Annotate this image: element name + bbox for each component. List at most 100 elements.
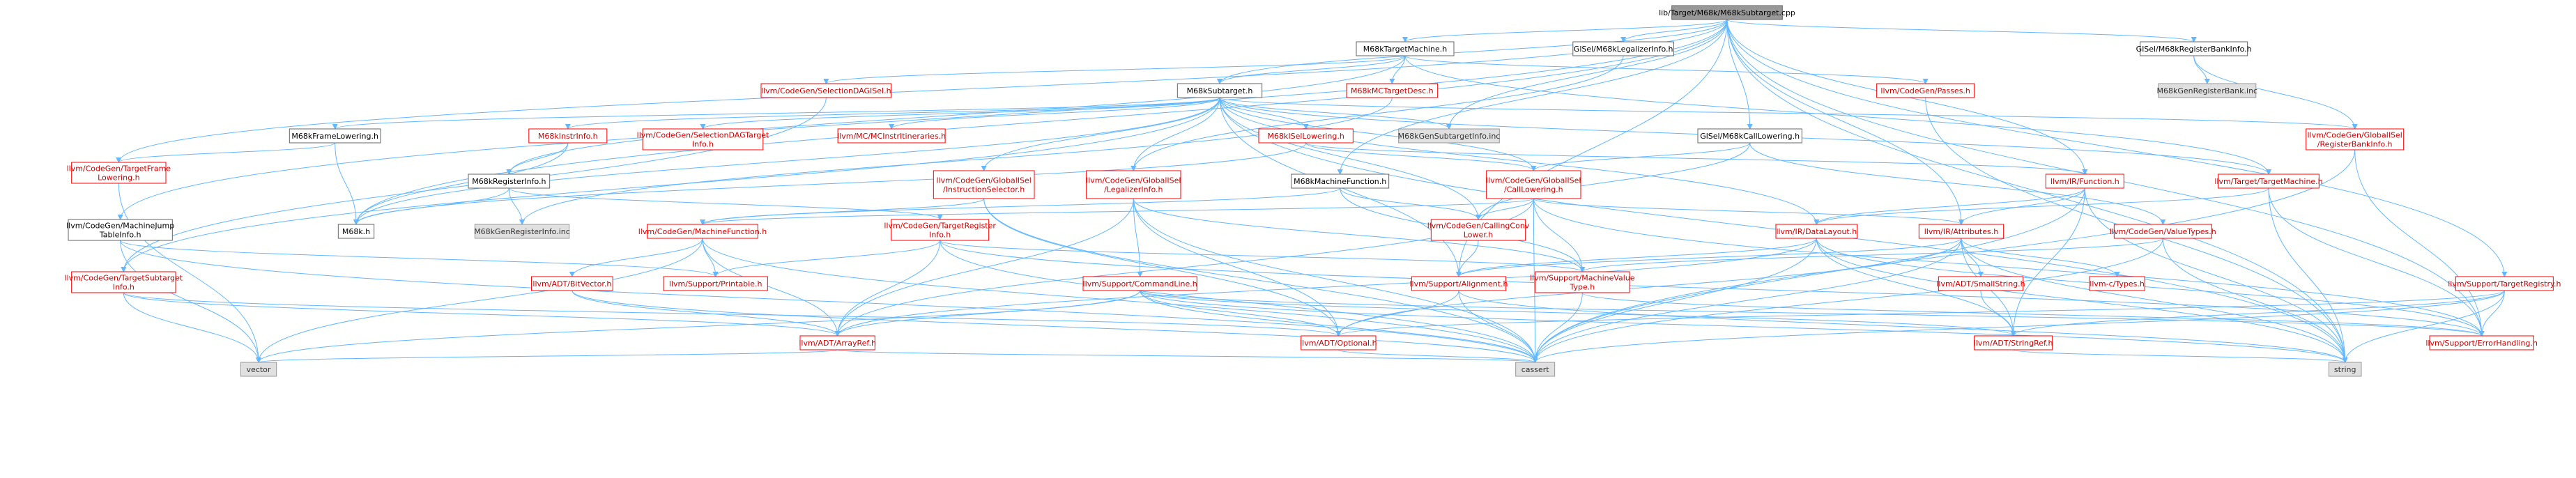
node-label: llvm/CodeGen/ValueTypes.h	[2110, 227, 2216, 236]
node-label: lib/Target/M68k/M68kSubtarget.cpp	[1659, 8, 1795, 17]
node-label: llvm/CodeGen/TargetSubtarget	[65, 274, 183, 283]
node-m68kframe[interactable]: M68kFrameLowering.h	[289, 128, 381, 144]
node-box	[468, 174, 551, 189]
node-m68kisel[interactable]: M68kISelLowering.h	[1258, 128, 1354, 144]
node-bitvector[interactable]: llvm/ADT/BitVector.h	[531, 276, 613, 291]
node-passes[interactable]: llvm/CodeGen/Passes.h	[1876, 83, 1975, 98]
node-box	[1356, 41, 1455, 56]
edge-optional-to-cassert	[1337, 349, 1538, 363]
edge-root-to-m68ktm	[1402, 19, 1728, 43]
edge-root-to-targetregistry	[1726, 19, 2508, 277]
node-label: M68kSubtarget.h	[1187, 86, 1253, 95]
node-giselrbi_llvm[interactable]: llvm/CodeGen/GlobalISel/RegisterBankInfo…	[2306, 128, 2405, 151]
edge-targetregistry-to-cassert	[1532, 290, 2505, 363]
node-targetregistry[interactable]: llvm/Support/TargetRegistry.h	[2448, 276, 2561, 291]
node-mfunc[interactable]: llvm/CodeGen/MachineFunction.h	[638, 224, 767, 239]
node-giselis[interactable]: llvm/CodeGen/GlobalISel/InstructionSelec…	[933, 170, 1035, 199]
node-m68kh[interactable]: M68k.h	[337, 224, 375, 239]
node-mcinstritin[interactable]: llvm/MC/MCInstrItineraries.h	[837, 128, 946, 144]
node-seldag[interactable]: llvm/CodeGen/SelectionDAGISel.h	[760, 83, 892, 98]
edge-gisel_legal-to-gisellegal	[1130, 55, 1624, 171]
node-label: Lowering.h	[98, 174, 139, 183]
node-irfunc[interactable]: llvm/IR/Function.h	[2045, 174, 2124, 189]
node-smallstring[interactable]: llvm/ADT/SmallString.h	[1936, 276, 2025, 291]
node-box	[1572, 41, 1674, 56]
node-printable[interactable]: llvm/Support/Printable.h	[663, 276, 768, 291]
node-cmdline[interactable]: llvm/Support/CommandLine.h	[1082, 276, 1197, 291]
edge-cmdline-to-string	[1140, 290, 2348, 363]
node-alignment[interactable]: llvm/Support/Alignment.h	[1409, 276, 1508, 291]
node-m68ksub[interactable]: M68kSubtarget.h	[1176, 83, 1263, 98]
node-box	[71, 162, 167, 184]
edge-m68ksub-to-m68kframe	[332, 97, 1220, 130]
edge-m68ktm-to-seldag	[823, 55, 1406, 84]
node-label: Info.h	[929, 231, 951, 240]
node-label: llvm/Target/TargetMachine.h	[2214, 177, 2322, 186]
node-m68kmctd[interactable]: M68kMCTargetDesc.h	[1346, 83, 1439, 98]
node-gisel_rbi[interactable]: GlSel/M68kRegisterBankInfo.h	[2136, 41, 2252, 56]
node-attributes[interactable]: llvm/IR/Attributes.h	[1918, 224, 2004, 239]
edge-attributes-to-string	[1961, 238, 2348, 363]
edge-valuetypes-to-string	[2162, 238, 2348, 363]
node-label: llvm/CodeGen/GlobalISel	[1486, 176, 1581, 185]
edge-tfl-to-vector	[118, 183, 261, 363]
node-targetmachine[interactable]: llvm/Target/TargetMachine.h	[2214, 174, 2323, 189]
node-box	[2429, 335, 2534, 350]
node-optional[interactable]: llvm/ADT/Optional.h	[1300, 335, 1377, 350]
node-ctypes[interactable]: llvm-c/Types.h	[2089, 276, 2145, 291]
node-box	[2158, 83, 2257, 98]
edge-root-to-m68kh	[353, 19, 1728, 225]
edge-root-to-string	[1726, 19, 2348, 363]
node-box	[799, 335, 875, 350]
edge-giselrbi_llvm-to-errorhandling	[2354, 149, 2485, 337]
node-arrayref[interactable]: llvm/ADT/ArrayRef.h	[799, 335, 876, 350]
edge-arrayref-to-vector	[256, 349, 838, 363]
edge-cmdline-to-errorhandling	[1140, 290, 2485, 337]
node-m68kgenreginfo: M68kGenRegisterInfo.inc	[474, 224, 570, 239]
edge-m68kisel-to-irfunc	[1305, 142, 2087, 175]
edge-datalayout-to-arrayref	[834, 238, 1817, 337]
node-box	[68, 219, 173, 241]
edge-root-to-gisel_rbi	[1726, 19, 2197, 43]
edge-alignment-to-cassert	[1458, 290, 1538, 363]
node-m68kmf[interactable]: M68kMachineFunction.h	[1291, 174, 1390, 189]
node-m68kreginfo[interactable]: M68kRegisterInfo.h	[468, 174, 551, 189]
node-label: M68kInstrInfo.h	[538, 132, 598, 141]
node-label: llvm/CodeGen/MachineFunction.h	[638, 227, 767, 236]
node-box	[647, 224, 758, 239]
node-box	[2140, 41, 2248, 56]
node-m68kinstrinfo[interactable]: M68kInstrInfo.h	[528, 128, 608, 144]
node-valuetypes[interactable]: llvm/CodeGen/ValueTypes.h	[2110, 224, 2216, 239]
node-label: llvm/CodeGen/SelectionDAGTarget	[637, 131, 769, 140]
node-gisel_legal[interactable]: GlSel/M68kLegalizerInfo.h	[1572, 41, 1674, 56]
node-box	[1486, 170, 1581, 199]
edge-tri-to-arrayref	[834, 240, 941, 337]
edge-cmdline-to-stringref	[1140, 290, 2016, 337]
edge-m68ktm-to-m68ksub	[1217, 55, 1406, 84]
node-gisel_calllow[interactable]: GlSel/M68kCallLowering.h	[1697, 128, 1802, 144]
node-giselcl[interactable]: llvm/CodeGen/GlobalISel/CallLowering.h	[1486, 170, 1581, 199]
edge-alignment-to-optional	[1335, 290, 1459, 337]
node-box	[933, 170, 1035, 199]
node-stringref[interactable]: llvm/ADT/StringRef.h	[1974, 335, 2053, 350]
node-errorhandling[interactable]: llvm/Support/ErrorHandling.h	[2425, 335, 2538, 350]
node-gisellegal[interactable]: llvm/CodeGen/GlobalISel/LegalizerInfo.h	[1086, 170, 1181, 199]
node-label: llvm/ADT/SmallString.h	[1936, 279, 2025, 288]
edge-m68ktm-to-m68kreginfo	[506, 55, 1406, 175]
node-root[interactable]: lib/Target/M68k/M68kSubtarget.cpp	[1659, 5, 1795, 20]
node-m68ktm[interactable]: M68kTargetMachine.h	[1356, 41, 1455, 56]
edge-tri-to-printable	[712, 240, 941, 277]
node-box	[1346, 83, 1439, 98]
edge-m68ksub-to-datalayout	[1219, 97, 1820, 225]
node-datalayout[interactable]: llvm/IR/DataLayout.h	[1775, 224, 1858, 239]
edge-mfunc-to-bitvector	[569, 238, 703, 277]
edge-layer	[116, 19, 2508, 363]
